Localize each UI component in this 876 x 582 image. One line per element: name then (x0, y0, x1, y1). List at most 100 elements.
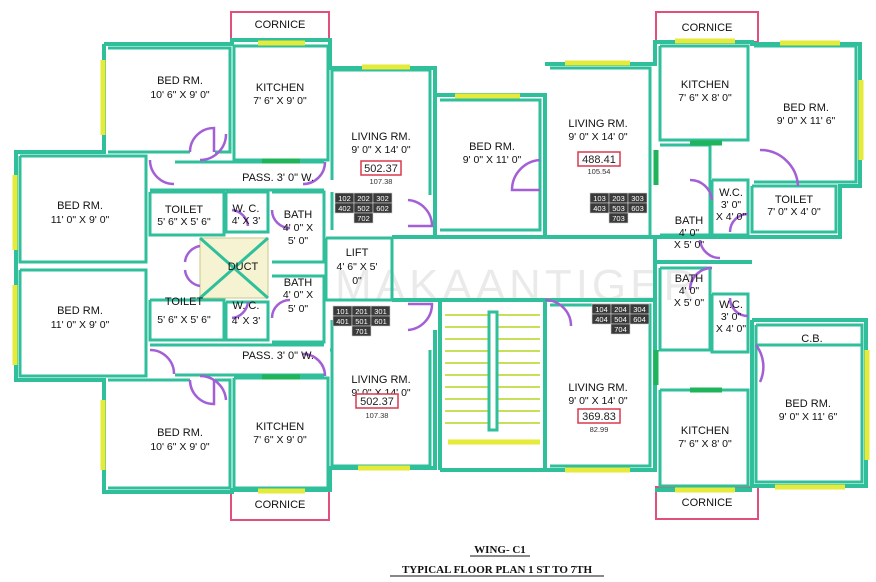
flat-number-label: 702 (357, 214, 370, 223)
room-dim: 4' 0" (679, 227, 700, 239)
room-dim: 9' 0" X 11' 0" (463, 154, 522, 166)
flat-number-label: 404 (595, 315, 608, 324)
room-dim: 4' 6" X 5' (336, 261, 377, 273)
area-sub: 105.54 (588, 167, 611, 176)
flat-number-label: 704 (614, 325, 627, 334)
room-name: BATH (284, 277, 313, 289)
room-name: TOILET (165, 204, 204, 216)
cornice-top-left: CORNICE (230, 11, 330, 41)
flat-number-label: 402 (338, 204, 351, 213)
room-labels: BED RM. 10' 6" X 9' 0" KITCHEN 7' 6" X 9… (51, 75, 838, 453)
flat-number-label: 501 (355, 317, 368, 326)
room-dim: 5' 0" (288, 303, 309, 315)
room-dim: 3' 0" (721, 311, 742, 323)
flat-number-cell (608, 212, 629, 224)
room-dim: 9' 0" X 14' 0" (568, 131, 628, 143)
doors (148, 126, 800, 406)
room-name: W. C. (233, 203, 260, 215)
room-name: TOILET (775, 194, 814, 206)
flat-number-label: 104 (595, 305, 608, 314)
flat-number-label: 604 (633, 315, 646, 324)
flat-number-label: 103 (593, 194, 606, 203)
room-dim: 0" (352, 275, 362, 287)
flat-number-label: 101 (336, 307, 349, 316)
cornice-label: CORNICE (682, 22, 733, 34)
flat-number-label: 602 (376, 204, 389, 213)
area-value: 369.83 (582, 411, 616, 423)
cornice-top-right: CORNICE (655, 11, 759, 43)
cornice-bottom-left: CORNICE (230, 489, 330, 521)
room-name: W.C. (719, 299, 743, 311)
cornice-label: CORNICE (682, 497, 733, 509)
flat-number-label: 204 (614, 305, 627, 314)
flat-number-label: 503 (612, 204, 625, 213)
room-dim: X 4' 0" (716, 323, 747, 335)
room-name: BED RM. (57, 200, 103, 212)
flat-number-cell (353, 212, 374, 224)
room-dim: 4' 0" (679, 285, 700, 297)
room-name: BATH (675, 215, 704, 227)
area-badge: 488.41 105.54 (577, 151, 621, 176)
flat-number-label: 502 (357, 204, 370, 213)
area-badge: 502.37 107.38 (360, 160, 402, 186)
room-dim: 4' X 3' (232, 315, 261, 327)
room-dim: 7' 6" X 8' 0" (678, 438, 732, 450)
room-dim: X 4' 0" (716, 211, 747, 223)
room-name: BED RM. (157, 75, 203, 87)
room-name: PASS. 3' 0" W. (242, 172, 314, 184)
area-badge: 369.83 82.99 (577, 408, 621, 434)
room-name: BED RM. (469, 141, 515, 153)
flat-number-label: 301 (374, 307, 387, 316)
room-name: BED RM. (57, 305, 103, 317)
area-badges: 502.37 107.38 488.41 105.54 502.37 107.3… (355, 151, 621, 434)
room-dim: 4' X 3' (232, 215, 261, 227)
room-dim: 9' 0" X 14' 0" (568, 395, 628, 407)
flat-number-cell (351, 325, 372, 337)
area-value: 502.37 (364, 163, 398, 175)
room-name: C.B. (801, 333, 822, 345)
flat-number-label: 401 (336, 317, 349, 326)
room-dim: 5' 6" X 5' 6" (157, 314, 211, 326)
flat-number-label: 201 (355, 307, 368, 316)
room-name: BED RM. (785, 398, 831, 410)
room-dim: 10' 6" X 9' 0" (150, 441, 210, 453)
room-name: KITCHEN (256, 82, 304, 94)
staircase (445, 310, 540, 445)
flat-number-label: 304 (633, 305, 646, 314)
plan-title: TYPICAL FLOOR PLAN 1 ST TO 7TH (402, 564, 593, 576)
windows (12, 38, 870, 494)
room-dim: 10' 6" X 9' 0" (150, 89, 210, 101)
room-dim: 7' 6" X 9' 0" (253, 95, 307, 107)
wing-title: WING- C1 (474, 544, 526, 556)
flat-number-cell (370, 315, 391, 327)
room-dim: 11' 0" X 9' 0" (51, 214, 110, 226)
watermark-text: MAKAANTIGER (335, 261, 699, 310)
room-name: KITCHEN (681, 79, 729, 91)
room-dim: 7' 6" X 9' 0" (253, 434, 307, 446)
flat-number-label: 403 (593, 204, 606, 213)
flat-number-label: 102 (338, 194, 351, 203)
room-dim: 5' 6" X 5' 6" (157, 216, 211, 228)
room-name: LIFT (346, 247, 369, 259)
room-dim: 9' 0" X 11' 6" (779, 411, 838, 423)
flat-number-label: 701 (355, 327, 368, 336)
room-dim: 5' 0" (288, 235, 309, 247)
room-name: DUCT (228, 261, 259, 273)
room-name: BATH (284, 209, 313, 221)
room-dim: 7' 6" X 8' 0" (678, 92, 732, 104)
room-name: LIVING RM. (568, 382, 627, 394)
flat-number-label: 703 (612, 214, 625, 223)
room-dim: 4' 0" X (283, 222, 313, 234)
cornice-label: CORNICE (255, 19, 306, 31)
flat-number-label: 303 (631, 194, 644, 203)
area-sub: 107.38 (366, 411, 389, 420)
flat-number-cell (627, 202, 648, 214)
room-name: KITCHEN (681, 425, 729, 437)
room-dim: 9' 0" X 11' 6" (777, 115, 836, 127)
room-dim: 11' 0" X 9' 0" (51, 319, 110, 331)
room-name: LIVING RM. (568, 118, 627, 130)
